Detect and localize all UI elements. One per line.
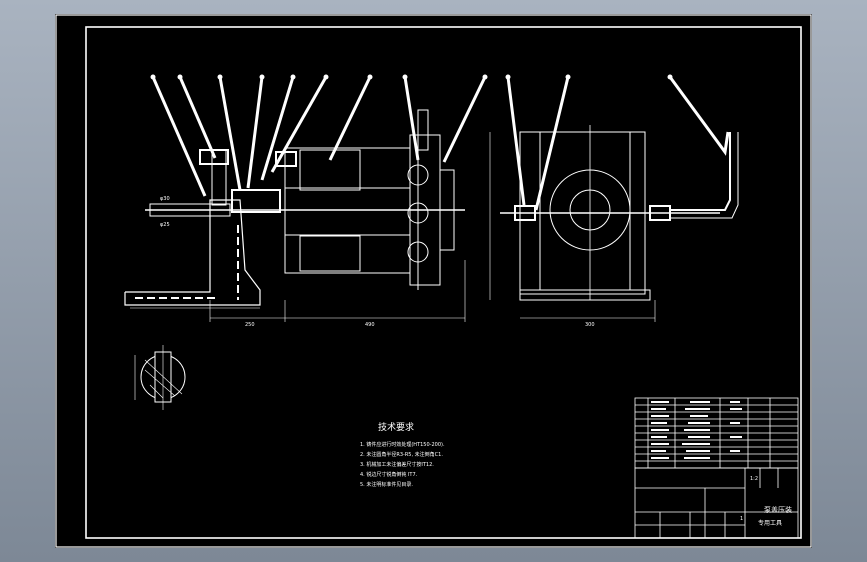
title-block-subtitle: 专用工具 <box>758 519 782 527</box>
title-block-title: 泵盖压装 <box>764 505 792 514</box>
dimension-label: 250 <box>245 322 255 328</box>
tech-req-item: 5. 未注明标准件见目录. <box>360 481 413 488</box>
dimension-label: 490 <box>365 322 375 328</box>
tech-req-item: 1. 铸件应进行时效处理(HT150-200). <box>360 441 445 448</box>
parts-list-fill <box>651 401 742 459</box>
dimension-label: 300 <box>585 322 595 328</box>
leader-lines <box>151 76 730 211</box>
title-block <box>634 467 799 539</box>
parts-list <box>634 397 799 469</box>
dimension-label: φ25 <box>160 222 170 228</box>
tech-req-item: 2. 未注圆角半径R3-R5, 未注倒角C1. <box>360 451 443 458</box>
side-view <box>489 125 739 322</box>
front-view <box>124 109 466 322</box>
sheet-label: 1 <box>740 516 743 522</box>
inner-frame <box>85 26 802 539</box>
tech-req-list: 1. 铸件应进行时效处理(HT150-200). 2. 未注圆角半径R3-R5,… <box>360 441 445 488</box>
dimension-label: φ30 <box>160 196 170 202</box>
tech-req-heading: 技术要求 <box>378 421 414 433</box>
section-detail <box>134 345 186 410</box>
scale-label: 1:2 <box>750 476 758 482</box>
tech-req-item: 3. 机械加工未注偏差尺寸按IT12. <box>360 461 434 468</box>
balloon-ends <box>150 74 673 80</box>
tech-req-item: 4. 锐边尺寸锐角倒钝 IT7. <box>360 471 418 478</box>
outer-frame <box>55 14 812 548</box>
